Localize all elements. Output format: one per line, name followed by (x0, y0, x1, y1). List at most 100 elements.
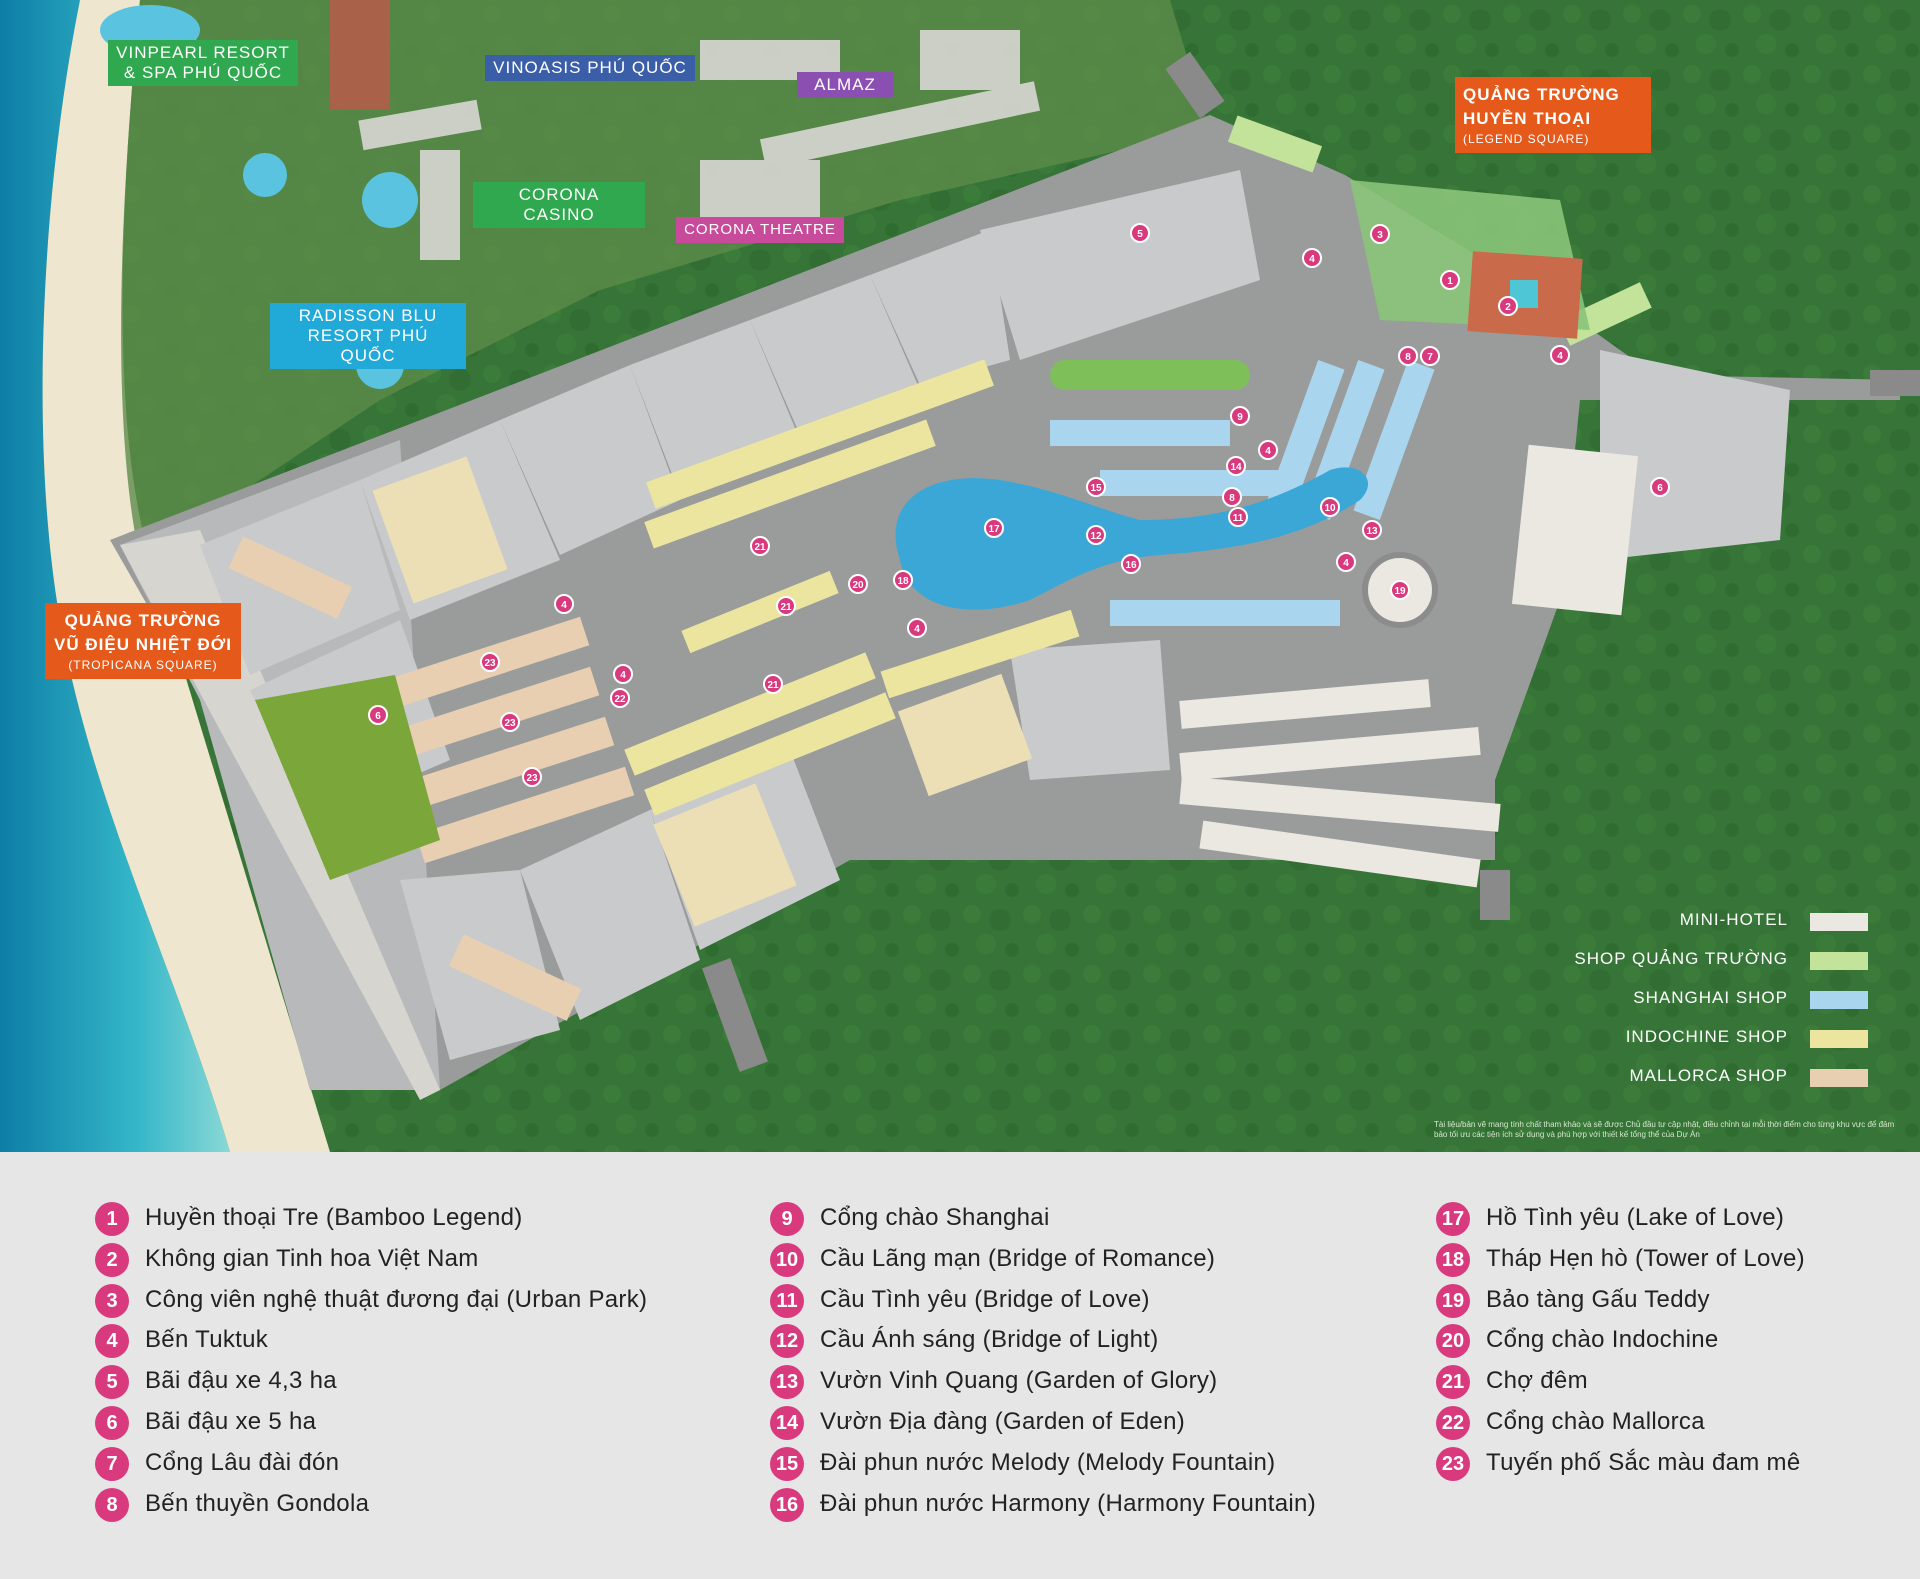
legend-square-label: QUẢNG TRƯỜNG HUYỀN THOẠI (LEGEND SQUARE) (1455, 77, 1651, 153)
key-number: 4 (95, 1324, 129, 1359)
key-text: Vườn Vinh Quang (Garden of Glory) (820, 1367, 1218, 1395)
corona-casino-label: CORONA CASINO (473, 182, 645, 228)
legend-row-shop-quang-truong: SHOP QUẢNG TRƯỜNG (1528, 949, 1868, 971)
key-number: 15 (770, 1446, 804, 1481)
key-text: Bãi đậu xe 5 ha (145, 1407, 317, 1435)
key-text: Huyền thoại Tre (Bamboo Legend) (145, 1204, 523, 1231)
pin-23: 23 (522, 767, 542, 787)
legend-swatch (1810, 991, 1868, 1009)
key-number: 5 (95, 1365, 129, 1400)
corona-theatre-label: CORONA THEATRE (676, 217, 844, 243)
key-text: Tháp Hẹn hò (Tower of Love) (1486, 1244, 1805, 1272)
pin-1: 1 (1440, 270, 1460, 290)
legend-row-indochine-shop: INDOCHINE SHOP (1528, 1027, 1868, 1049)
legend-swatch (1810, 913, 1868, 931)
amenities-key-panel (0, 1152, 1920, 1579)
lake-of-love (895, 467, 1369, 610)
pin-14: 14 (1226, 456, 1246, 476)
pin-18: 18 (893, 570, 913, 590)
pin-20: 20 (848, 574, 868, 594)
almaz-label: ALMAZ (797, 72, 893, 98)
pin-6: 6 (1650, 477, 1670, 497)
tropicana-square-label: QUẢNG TRƯỜNG VŨ ĐIỆU NHIỆT ĐỚI (TROPICAN… (45, 603, 241, 679)
key-text: Đài phun nước Melody (Melody Fountain) (820, 1448, 1276, 1476)
disclaimer-text: Tài liệu/bản vẽ mang tính chất tham khảo… (1434, 1120, 1895, 1139)
key-text: Cổng chào Shanghai (820, 1204, 1050, 1231)
pin-17: 17 (984, 518, 1004, 538)
pin-19: 19 (1390, 580, 1410, 600)
pin-23: 23 (480, 652, 500, 672)
legend-label: INDOCHINE SHOP (1625, 1027, 1788, 1046)
sea (0, 0, 230, 1152)
key-number: 7 (95, 1446, 129, 1481)
pin-4: 4 (1258, 440, 1278, 460)
key-text: Cổng Lâu đài đón (145, 1448, 340, 1476)
master-plan-map: VINPEARL RESORT & SPA PHÚ QUỐC VINOASIS … (0, 0, 1920, 1152)
pin-4: 4 (1336, 552, 1356, 572)
key-number: 11 (770, 1283, 804, 1318)
pin-8: 8 (1222, 487, 1242, 507)
key-number: 20 (1436, 1324, 1470, 1359)
key-number: 21 (1436, 1365, 1470, 1400)
pin-3: 3 (1370, 224, 1390, 244)
key-number: 1 (95, 1202, 129, 1236)
map-base (0, 0, 1920, 1152)
key-number: 3 (95, 1283, 129, 1318)
key-text: Đài phun nước Harmony (Harmony Fountain) (820, 1489, 1316, 1517)
key-number: 12 (770, 1324, 804, 1359)
key-number: 13 (770, 1365, 804, 1400)
key-text: Cầu Tình yêu (Bridge of Love) (820, 1285, 1150, 1313)
legend-square-title: QUẢNG TRƯỜNG HUYỀN THOẠI (1463, 85, 1620, 128)
key-number: 19 (1436, 1283, 1470, 1318)
key-number: 8 (95, 1487, 129, 1522)
key-text: Cầu Lãng mạn (Bridge of Romance) (820, 1244, 1216, 1272)
pin-11: 11 (1228, 507, 1248, 527)
legend-swatch (1810, 952, 1868, 970)
legend-square-subtitle: (LEGEND SQUARE) (1463, 132, 1590, 146)
pin-5: 5 (1130, 223, 1150, 243)
pin-22: 22 (610, 688, 630, 708)
legend-label: MALLORCA SHOP (1629, 1066, 1788, 1085)
legend-row-shanghai-shop: SHANGHAI SHOP (1528, 988, 1868, 1010)
key-number: 2 (95, 1242, 129, 1277)
key-number: 9 (770, 1202, 804, 1236)
vinpearl-label: VINPEARL RESORT & SPA PHÚ QUỐC (108, 40, 298, 86)
key-text: Chợ đêm (1486, 1367, 1588, 1395)
pin-2: 2 (1498, 296, 1518, 316)
pin-4: 4 (554, 594, 574, 614)
legend-row-mallorca-shop: MALLORCA SHOP (1528, 1066, 1868, 1088)
key-number: 10 (770, 1242, 804, 1277)
pin-21: 21 (776, 596, 796, 616)
key-text: Cổng chào Mallorca (1486, 1407, 1705, 1435)
key-number: 18 (1436, 1242, 1470, 1277)
legend-label: SHOP QUẢNG TRƯỜNG (1574, 949, 1788, 968)
legend-row-mini-hotel: MINI-HOTEL (1528, 910, 1868, 932)
key-text: Không gian Tinh hoa Việt Nam (145, 1244, 479, 1272)
key-text: Tuyến phố Sắc màu đam mê (1486, 1448, 1801, 1476)
pin-4: 4 (613, 664, 633, 684)
legend-label: MINI-HOTEL (1679, 910, 1788, 929)
key-number: 22 (1436, 1405, 1470, 1440)
key-number: 14 (770, 1405, 804, 1440)
key-text: Bến Tuktuk (145, 1326, 269, 1354)
legend-label: SHANGHAI SHOP (1633, 988, 1788, 1007)
pin-13: 13 (1362, 520, 1382, 540)
key-text: Vườn Địa đàng (Garden of Eden) (820, 1407, 1186, 1435)
pin-6: 6 (368, 705, 388, 725)
key-number: 17 (1436, 1202, 1470, 1236)
radisson-label: RADISSON BLU RESORT PHÚ QUỐC (270, 303, 466, 369)
key-text: Bãi đậu xe 4,3 ha (145, 1367, 337, 1395)
pin-7: 7 (1420, 346, 1440, 366)
pin-16: 16 (1121, 554, 1141, 574)
key-number: 6 (95, 1405, 129, 1440)
pin-21: 21 (750, 536, 770, 556)
tropicana-square-title: QUẢNG TRƯỜNG VŨ ĐIỆU NHIỆT ĐỚI (54, 611, 232, 654)
pin-12: 12 (1086, 525, 1106, 545)
pin-4: 4 (1302, 248, 1322, 268)
key-number: 16 (770, 1487, 804, 1522)
key-text: Bến thuyền Gondola (145, 1489, 370, 1517)
tropicana-square-subtitle: (TROPICANA SQUARE) (68, 658, 218, 672)
key-text: Cổng chào Indochine (1486, 1326, 1719, 1354)
pin-4: 4 (907, 618, 927, 638)
pin-10: 10 (1320, 497, 1340, 517)
